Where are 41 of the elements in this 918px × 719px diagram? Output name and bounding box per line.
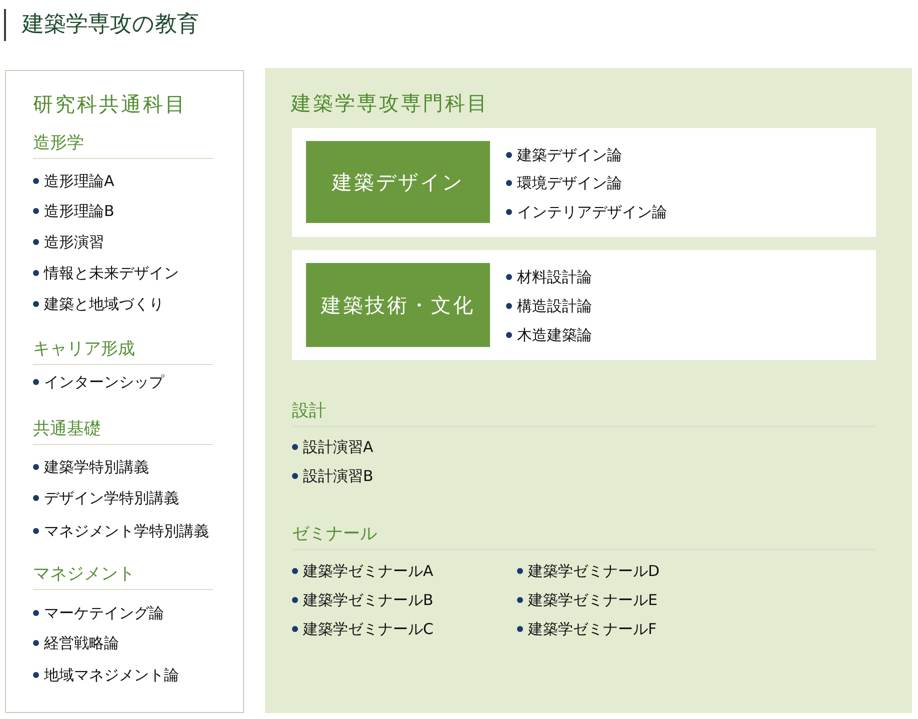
course-name: 造形理論A xyxy=(44,171,114,191)
section-heading: マネジメント xyxy=(33,563,213,590)
course-name: 設計演習B xyxy=(303,466,374,486)
section-heading: 設計 xyxy=(292,400,876,427)
course-name: 環境デザイン論 xyxy=(517,173,622,193)
course-name: マネジメント学特別講義 xyxy=(44,521,209,541)
course-panel xyxy=(265,68,912,713)
course-name: 建築学ゼミナールA xyxy=(303,561,434,581)
course-name: 設計演習A xyxy=(303,437,374,457)
course-name: 建築学ゼミナールD xyxy=(528,561,660,581)
course-panel xyxy=(5,70,244,713)
panel-heading: 研究科共通科目 xyxy=(33,91,187,117)
course-name: 木造建築論 xyxy=(517,325,592,345)
course-card xyxy=(292,128,876,237)
course-name: 建築学ゼミナールC xyxy=(303,619,434,639)
course-name: インターンシップ xyxy=(44,372,164,392)
course-name: 建築学ゼミナールE xyxy=(528,590,658,610)
course-name: マーケテイング論 xyxy=(44,603,164,623)
course-name: 情報と未来デザイン xyxy=(44,263,179,283)
category-tile: 建築技術・文化 xyxy=(306,263,490,347)
course-name: インテリアデザイン論 xyxy=(517,202,667,222)
course-name: 造形演習 xyxy=(44,232,104,252)
section-heading: ゼミナール xyxy=(292,523,876,550)
course-name: 建築と地域づくり xyxy=(44,294,164,314)
course-name: 建築デザイン論 xyxy=(517,145,622,165)
page-title: 建築学専攻の教育 xyxy=(4,9,199,41)
course-name: 建築学ゼミナールF xyxy=(528,619,657,639)
course-name: 造形理論B xyxy=(44,201,114,221)
course-name: 地域マネジメント論 xyxy=(44,665,179,685)
section-heading: 共通基礎 xyxy=(33,418,213,445)
panel-heading: 建築学専攻専門科目 xyxy=(291,90,489,116)
course-name: 建築学ゼミナールB xyxy=(303,590,434,610)
section-heading: キャリア形成 xyxy=(33,338,213,365)
section-heading: 造形学 xyxy=(33,132,213,159)
category-tile: 建築デザイン xyxy=(306,141,490,223)
course-name: 建築学特別講義 xyxy=(44,457,149,477)
course-name: 構造設計論 xyxy=(517,296,592,316)
course-name: 材料設計論 xyxy=(517,267,592,287)
course-card xyxy=(292,250,876,360)
course-name: 経営戦略論 xyxy=(44,633,119,653)
course-name: デザイン学特別講義 xyxy=(44,488,179,508)
